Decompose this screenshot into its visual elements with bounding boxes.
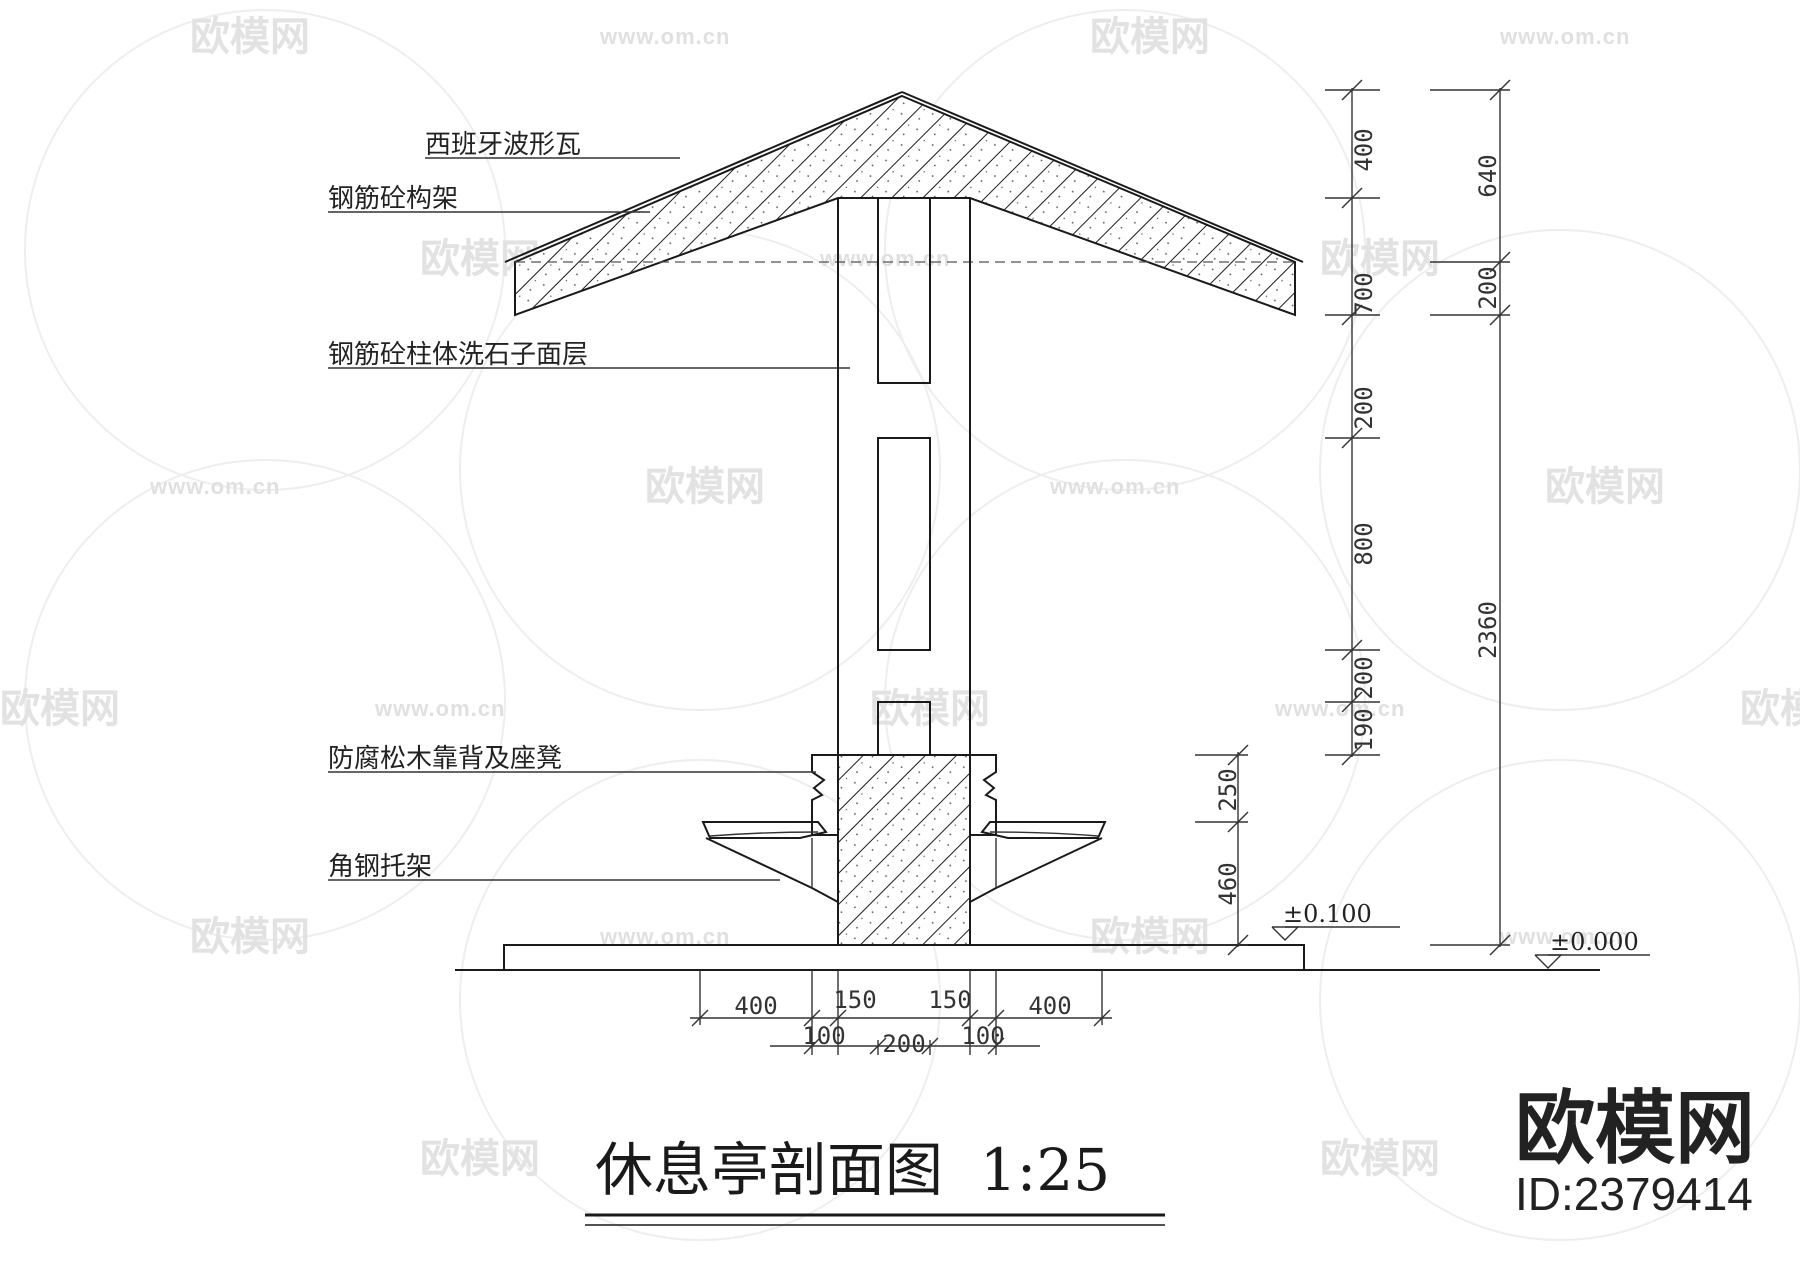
column — [837, 197, 971, 946]
dim-2360: 2360 — [1474, 601, 1502, 659]
label-wood-seat: 防腐松木靠背及座凳 — [328, 744, 562, 774]
dim-460: 460 — [1214, 862, 1242, 905]
watermark-text: 欧模网 — [1090, 915, 1210, 959]
watermark-url: www.om.cn — [149, 474, 280, 499]
dim-chain-bottom — [690, 970, 1112, 1055]
dim-700: 700 — [1350, 272, 1378, 315]
dim-bottom-400-left: 400 — [734, 992, 777, 1020]
dim-190: 190 — [1350, 708, 1378, 751]
watermark-text: 欧模网 — [1090, 15, 1210, 59]
seat-right — [969, 754, 1107, 903]
watermark-url: www.om.cn — [599, 24, 730, 49]
label-rc-frame: 钢筋砼构架 — [328, 184, 458, 214]
dim-250: 250 — [1214, 768, 1242, 811]
level-mark-upper — [1271, 926, 1400, 941]
label-roof-tile: 西班牙波形瓦 — [425, 130, 581, 160]
label-angle-bracket: 角钢托架 — [328, 852, 432, 882]
dim-chain-right-inner — [1325, 79, 1380, 766]
level-mark-lower — [1534, 954, 1650, 969]
watermark-url: www.om.cn — [1049, 474, 1180, 499]
dim-bottom-400-right: 400 — [1028, 992, 1071, 1020]
watermark-text: 欧模网 — [0, 687, 120, 731]
watermark-url: www.om.cn — [819, 246, 950, 271]
leader-lines — [328, 157, 850, 881]
dim-chain-seat — [1195, 744, 1249, 956]
brand-id: ID:2379414 — [1515, 1168, 1753, 1220]
watermark-url: www.om.cn — [1274, 696, 1405, 721]
drawing-title: 休息亭剖面图 1:25 — [595, 1136, 1110, 1204]
dim-chain-right-outer — [1430, 79, 1511, 956]
dim-400: 400 — [1350, 128, 1378, 171]
level-lower: ±0.000 — [1550, 928, 1639, 956]
dim-200: 200 — [1350, 386, 1378, 429]
watermark-text: 欧模网 — [190, 15, 310, 59]
dim-bottom-150-left: 150 — [833, 986, 876, 1014]
dim-640: 640 — [1474, 154, 1502, 197]
dim-200-outer: 200 — [1474, 266, 1502, 309]
watermark-text: 欧模网 — [645, 465, 765, 509]
watermark-text: 欧模网 — [190, 915, 310, 959]
watermark-text: 欧模网 — [1740, 687, 1800, 731]
watermark-url: www.om.cn — [1499, 24, 1630, 49]
watermark-text: 欧模网 — [420, 1137, 540, 1181]
dim-800: 800 — [1350, 522, 1378, 565]
dim-bottom-100-left: 100 — [802, 1022, 845, 1050]
watermark-url: www.om.cn — [374, 696, 505, 721]
dim-bottom-150-right: 150 — [928, 986, 971, 1014]
brand-name: 欧模网 — [1515, 1082, 1755, 1175]
dim-200-lower: 200 — [1350, 656, 1378, 699]
dim-bottom-200: 200 — [882, 1030, 925, 1058]
label-rc-column: 钢筋砼柱体洗石子面层 — [328, 340, 588, 370]
seat-left — [701, 754, 839, 903]
base-slab — [455, 944, 1600, 971]
dim-bottom-100-right: 100 — [961, 1022, 1004, 1050]
watermark-text: 欧模网 — [1545, 465, 1665, 509]
roof-section — [504, 91, 1304, 317]
level-upper: ±0.100 — [1283, 900, 1372, 928]
watermark-url: www.om.cn — [1499, 924, 1630, 949]
watermark-text: 欧模网 — [1320, 1137, 1440, 1181]
watermark-text: 欧模网 — [1320, 237, 1440, 281]
